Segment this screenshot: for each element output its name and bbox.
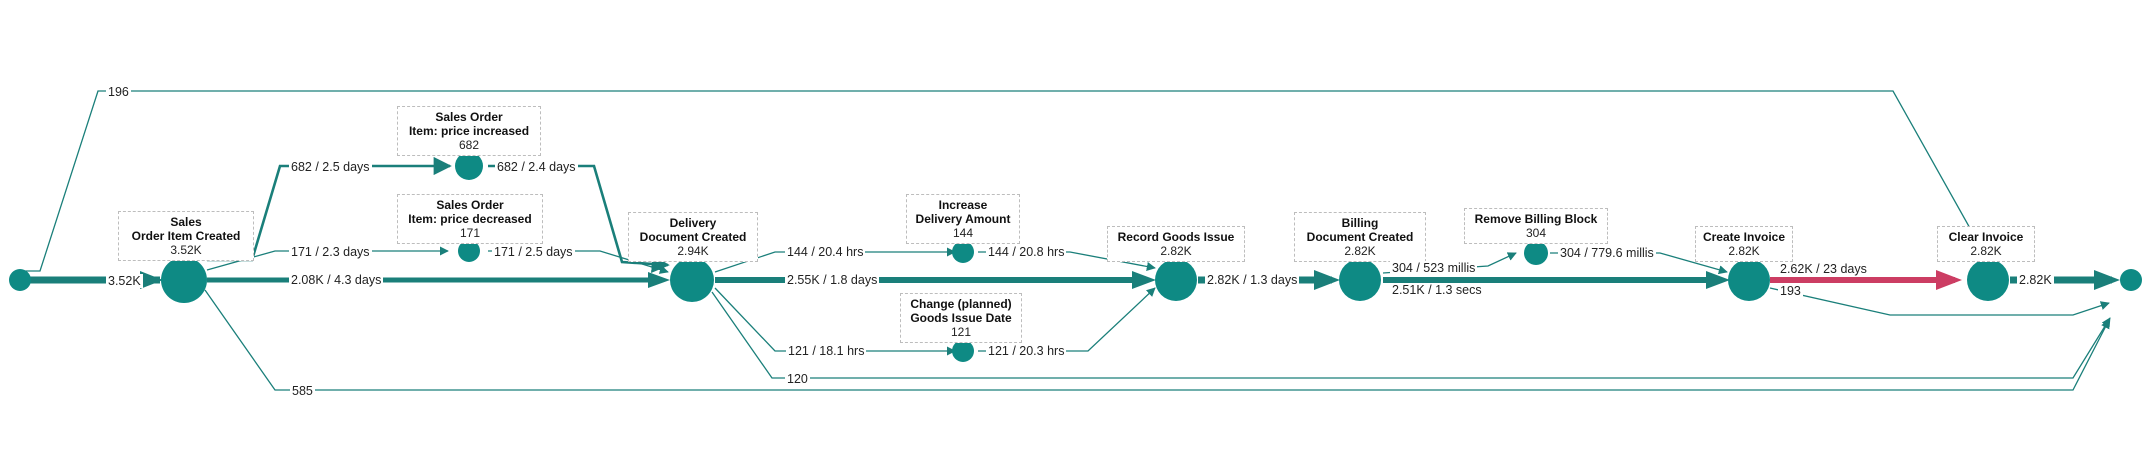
edge-ddc-cgid[interactable] <box>714 287 956 356</box>
arrowhead-rgi-bdc <box>1314 270 1340 290</box>
activity-count: 121 <box>950 325 972 339</box>
node-record-goods-issue[interactable] <box>1155 259 1197 301</box>
edge-label: 171 / 2.5 days <box>492 245 575 259</box>
activity-title: Goods Issue Date <box>910 311 1012 325</box>
edge-soic-pdec[interactable] <box>206 246 449 271</box>
edge-label: 304 / 523 millis <box>1390 261 1478 275</box>
activity-title: Change (planned) <box>910 297 1012 311</box>
activity-box-billing-document-created[interactable]: Billing Document Created 2.82K <box>1294 212 1426 262</box>
activity-box-remove-billing-block[interactable]: Remove Billing Block 304 <box>1464 208 1608 244</box>
node-sales-order-item-created[interactable] <box>161 257 207 303</box>
edge-label: 193 <box>1778 284 1803 298</box>
edge-label: 2.51K / 1.3 secs <box>1390 283 1484 297</box>
activity-title: Item: price increased <box>408 124 530 138</box>
activity-title: Increase <box>938 198 988 212</box>
activity-title: Delivery Amount <box>915 212 1011 226</box>
edge-label: 2.82K / 1.3 days <box>1205 273 1300 287</box>
activity-title: Remove Billing Block <box>1474 212 1598 226</box>
activity-count: 171 <box>459 226 481 240</box>
activity-box-record-goods-issue[interactable]: Record Goods Issue 2.82K <box>1107 226 1245 262</box>
activity-box-price-increased[interactable]: Sales Order Item: price increased 682 <box>397 106 541 156</box>
edge-ddc-end[interactable] <box>711 291 2111 379</box>
node-price-increased[interactable] <box>455 152 483 180</box>
activity-count: 144 <box>952 226 974 240</box>
activity-count: 682 <box>458 138 480 152</box>
activity-title: Record Goods Issue <box>1117 230 1235 244</box>
node-increase-delivery-amount[interactable] <box>952 241 974 263</box>
activity-title: Document Created <box>1306 230 1414 244</box>
activity-count: 2.94K <box>677 244 709 258</box>
activity-box-clear-invoice[interactable]: Clear Invoice 2.82K <box>1937 226 2035 262</box>
edge-label: 121 / 20.3 hrs <box>986 344 1067 358</box>
activity-box-price-decreased[interactable]: Sales Order Item: price decreased 171 <box>397 194 543 244</box>
arrowhead-bdc-ci <box>1706 271 1730 289</box>
edge-ci-end[interactable] <box>1769 287 2110 316</box>
edge-label: 2.62K / 23 days <box>1778 262 1869 276</box>
arrowhead-start-soic <box>140 271 163 289</box>
edge-label: 196 <box>106 85 131 99</box>
arrowhead-cli-end <box>2094 270 2120 290</box>
arrowhead-ddc-rgi <box>1132 271 1156 289</box>
activity-count: 304 <box>1525 226 1547 240</box>
activity-title: Delivery <box>669 216 717 230</box>
edge-label: 3.52K <box>106 274 143 288</box>
edge-label: 120 <box>785 372 810 386</box>
edge-label: 121 / 18.1 hrs <box>786 344 867 358</box>
edge-label: 2.82K <box>2017 273 2054 287</box>
activity-count: 2.82K <box>1728 244 1760 258</box>
node-price-decreased[interactable] <box>458 240 480 262</box>
edge-soic-end[interactable] <box>204 289 2110 391</box>
activity-count: 2.82K <box>1160 244 1192 258</box>
edge-label: 144 / 20.4 hrs <box>785 245 866 259</box>
activity-count: 2.82K <box>1344 244 1376 258</box>
end-node[interactable] <box>2120 269 2142 291</box>
edge-label: 682 / 2.5 days <box>289 160 372 174</box>
activity-title: Billing <box>1341 216 1379 230</box>
node-clear-invoice[interactable] <box>1967 259 2009 301</box>
edge-label: 2.55K / 1.8 days <box>785 273 880 287</box>
activity-count: 3.52K <box>170 243 202 257</box>
edge-label: 171 / 2.3 days <box>289 245 372 259</box>
activity-count: 2.82K <box>1970 244 2002 258</box>
activity-box-change-goods-issue-date[interactable]: Change (planned) Goods Issue Date 121 <box>900 293 1022 343</box>
edge-label: 2.08K / 4.3 days <box>289 273 384 287</box>
node-billing-document-created[interactable] <box>1339 259 1381 301</box>
edge-ddc-ida[interactable] <box>714 247 956 273</box>
edge-start-clear-invoice[interactable] <box>24 90 1986 272</box>
node-remove-billing-block[interactable] <box>1524 241 1548 265</box>
start-node[interactable] <box>9 269 31 291</box>
edge-label: 304 / 779.6 millis <box>1558 246 1656 260</box>
activity-box-increase-delivery-amount[interactable]: Increase Delivery Amount 144 <box>906 194 1020 244</box>
activity-title: Sales <box>170 215 202 229</box>
arrowhead-ci-cli <box>1936 270 1962 290</box>
activity-title: Clear Invoice <box>1948 230 2024 244</box>
activity-title: Create Invoice <box>1702 230 1786 244</box>
activity-box-sales-order-item-created[interactable]: Sales Order Item Created 3.52K <box>118 211 254 261</box>
activity-title: Sales Order <box>435 110 503 124</box>
edge-label: 682 / 2.4 days <box>495 160 578 174</box>
node-create-invoice[interactable] <box>1728 259 1770 301</box>
activity-title: Document Created <box>639 230 747 244</box>
activity-title: Order Item Created <box>131 229 241 243</box>
edge-label: 585 <box>290 384 315 398</box>
edge-label: 144 / 20.8 hrs <box>986 245 1067 259</box>
activity-box-create-invoice[interactable]: Create Invoice 2.82K <box>1695 226 1793 262</box>
activity-title: Item: price decreased <box>408 212 532 226</box>
activity-box-delivery-document-created[interactable]: Delivery Document Created 2.94K <box>628 212 758 262</box>
activity-title: Sales Order <box>436 198 504 212</box>
node-delivery-document-created[interactable] <box>670 258 714 302</box>
node-change-goods-issue-date[interactable] <box>952 340 974 362</box>
arrowhead-soic-ddc <box>648 272 670 288</box>
